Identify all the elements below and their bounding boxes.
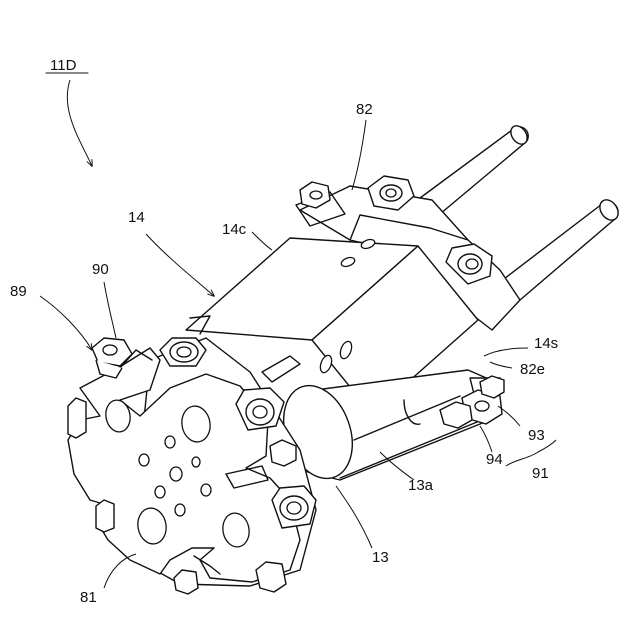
label-89: 89 (10, 283, 27, 300)
label-90: 90 (92, 261, 109, 278)
label-91: 91 (532, 465, 549, 482)
label-13: 13 (372, 549, 389, 566)
label-14s: 14s (534, 335, 558, 352)
label-81: 81 (80, 589, 97, 606)
label-13a: 13a (408, 477, 434, 494)
label-82e: 82e (520, 361, 545, 378)
label-93: 93 (528, 427, 545, 444)
label-94: 94 (486, 451, 503, 468)
label-82: 82 (356, 101, 373, 118)
label-14c: 14c (222, 221, 247, 238)
label-11d: 11D (50, 57, 77, 74)
label-14: 14 (128, 209, 145, 226)
